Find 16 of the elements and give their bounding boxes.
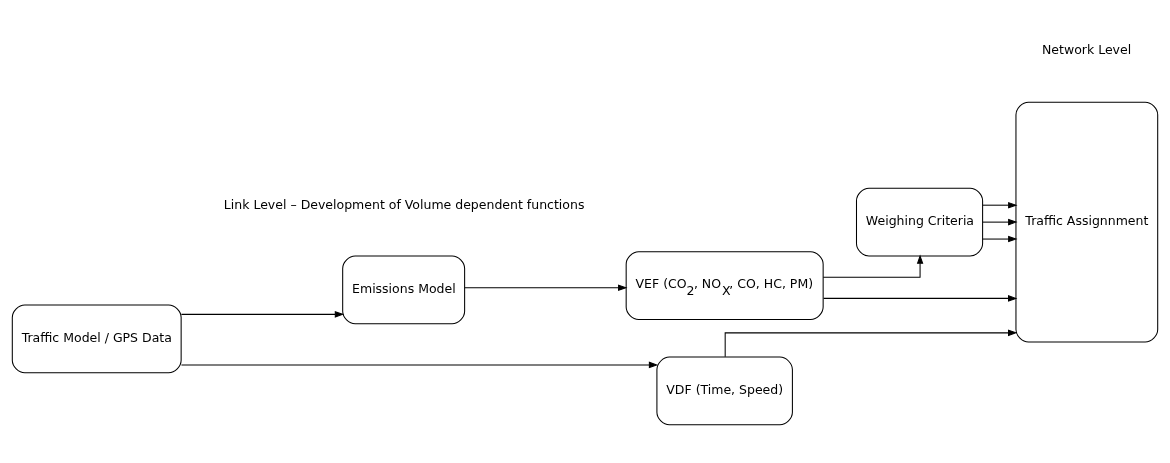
arrow bbox=[982, 201, 1018, 209]
node-box: Traffic Assignnment bbox=[1015, 101, 1159, 343]
node-box: Traffic Model / GPS Data bbox=[11, 304, 182, 374]
arrow bbox=[180, 311, 345, 318]
node-box: Weighing Criteria bbox=[856, 187, 984, 257]
arrow bbox=[822, 254, 924, 278]
label: Network Level bbox=[1042, 42, 1132, 58]
node-box: VDF (Time, Speed) bbox=[656, 356, 793, 426]
label: Link Level – Development of Volume dependent functions bbox=[223, 196, 585, 212]
node-box: Emissions Model bbox=[342, 255, 466, 325]
arrow bbox=[464, 284, 628, 292]
arrow bbox=[823, 295, 1018, 302]
arrow bbox=[180, 361, 659, 369]
arrow bbox=[982, 235, 1018, 243]
arrow bbox=[982, 218, 1018, 226]
arrow bbox=[724, 329, 1018, 358]
